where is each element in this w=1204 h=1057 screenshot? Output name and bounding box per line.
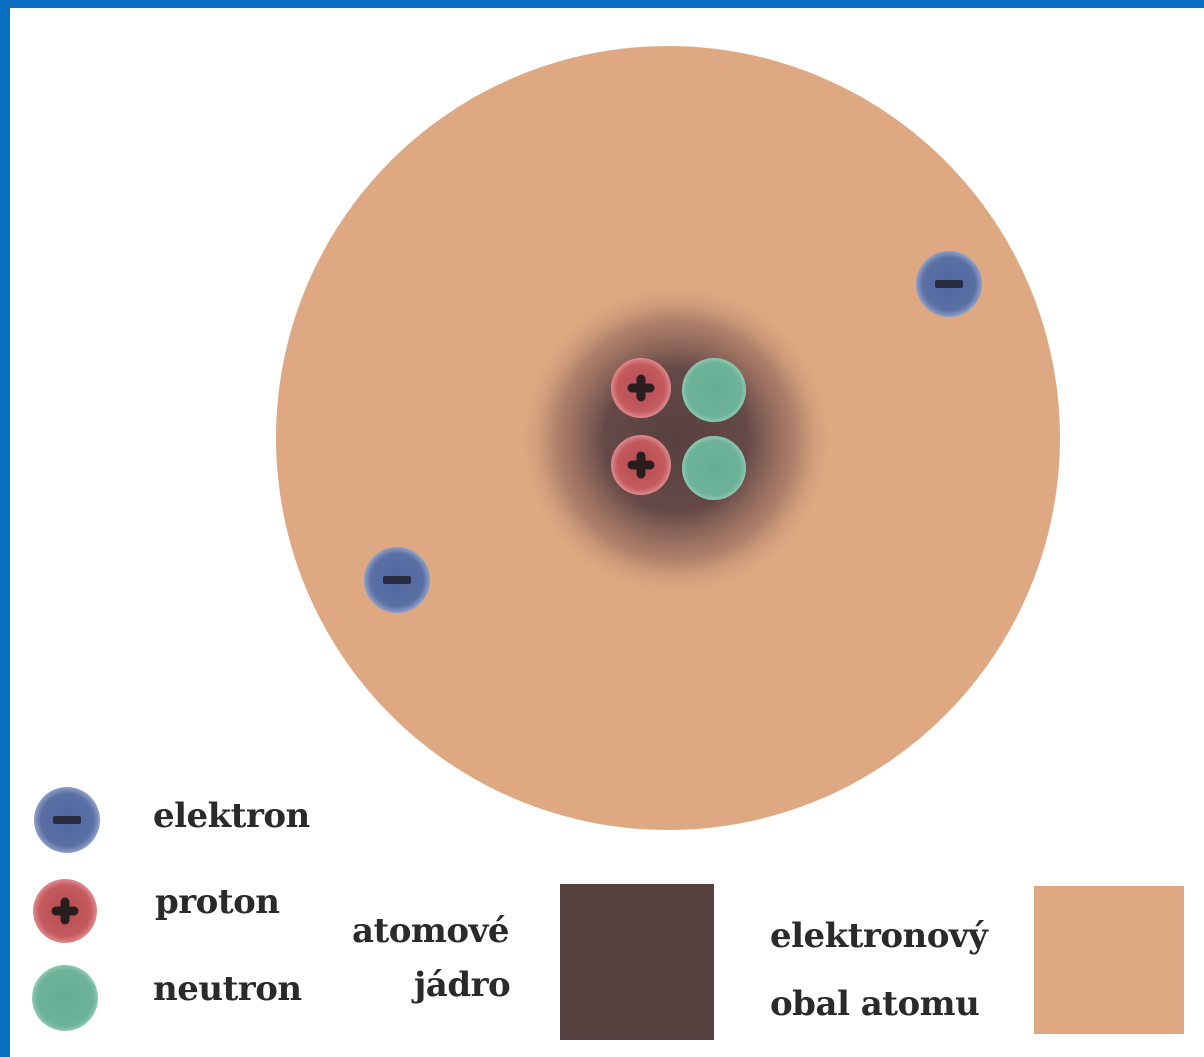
legend-shell-label-line1: elektronový (770, 917, 987, 955)
legend-shell-label-line2: obal atomu (770, 985, 979, 1023)
legend-nucleus-label-line2: jádro (414, 966, 510, 1004)
electron-1 (916, 251, 982, 317)
proton-2 (611, 435, 671, 495)
electron-2 (364, 547, 430, 613)
legend-neutron-icon (32, 965, 98, 1031)
legend-neutron-label: neutron (153, 970, 302, 1008)
proton-1 (611, 358, 671, 418)
nucleus-glow (516, 280, 836, 600)
legend-proton-label: proton (155, 883, 279, 921)
neutron-2 (682, 436, 746, 500)
neutron-1 (682, 358, 746, 422)
legend-shell-swatch (1034, 886, 1184, 1034)
legend-proton-icon (33, 879, 97, 943)
legend-electron-icon (34, 787, 100, 853)
legend-nucleus-swatch (560, 884, 714, 1040)
legend-nucleus-label-line1: atomové (352, 912, 509, 950)
legend-electron-label: elektron (153, 797, 310, 835)
